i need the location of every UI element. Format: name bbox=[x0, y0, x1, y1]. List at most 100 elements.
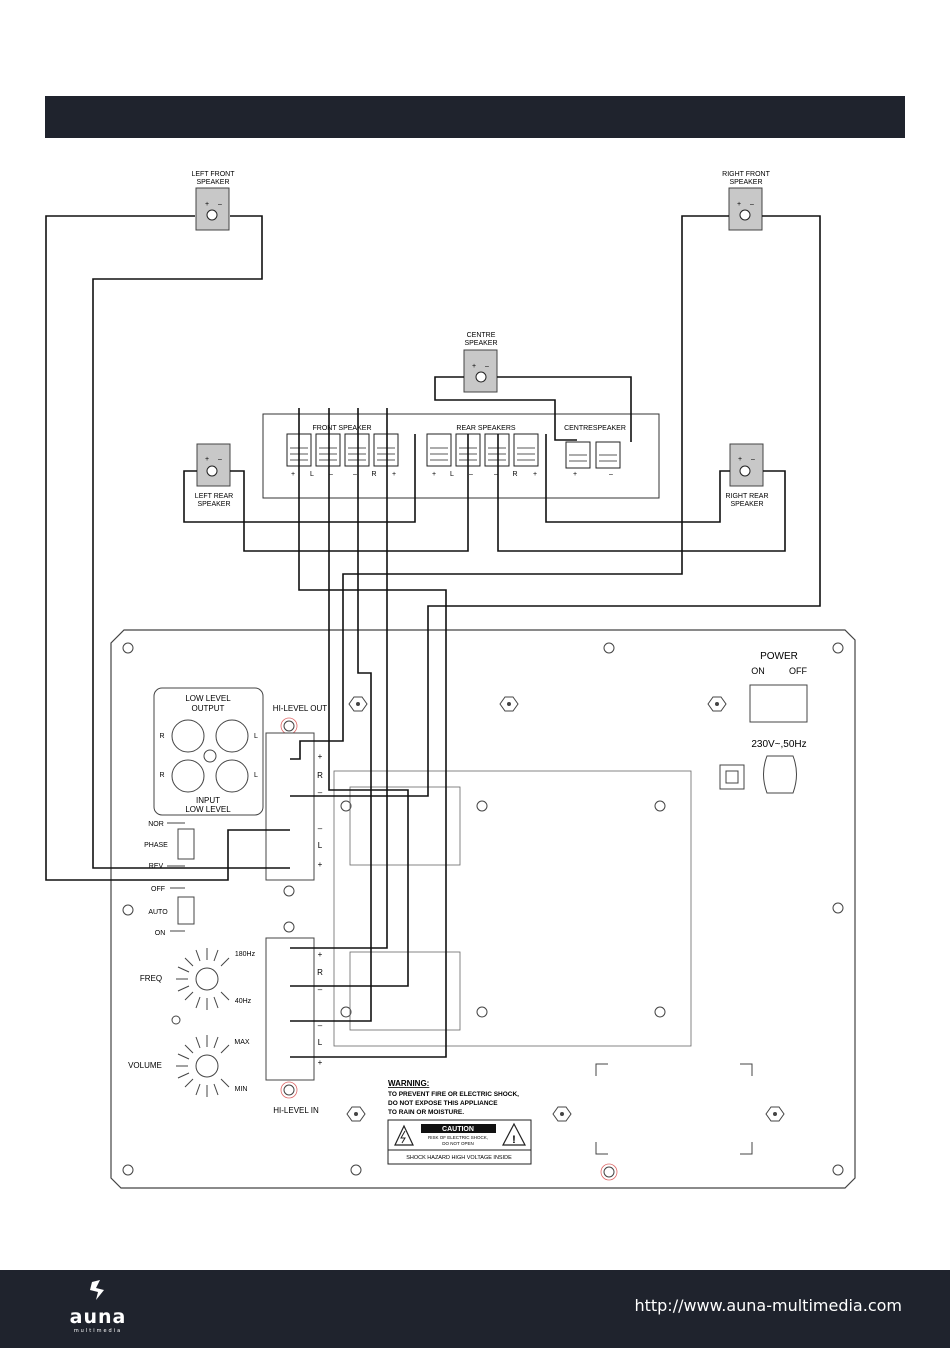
svg-text:R: R bbox=[317, 771, 323, 780]
svg-text:MAX: MAX bbox=[234, 1039, 250, 1046]
svg-text:R: R bbox=[159, 733, 164, 740]
speaker-wires bbox=[45, 215, 821, 1058]
svg-text:180Hz: 180Hz bbox=[235, 951, 256, 958]
right-front-speaker: RIGHT FRONT SPEAKER + – bbox=[722, 171, 771, 231]
svg-text:POWER: POWER bbox=[760, 651, 798, 662]
svg-text:–: – bbox=[353, 471, 357, 478]
svg-text:REV: REV bbox=[149, 863, 164, 870]
svg-text:L: L bbox=[310, 471, 314, 478]
logo-subtitle: multimedia bbox=[73, 1328, 123, 1334]
left-front-speaker: LEFT FRONT SPEAKER + – bbox=[191, 171, 235, 231]
svg-text:TO RAIN OR MOISTURE.: TO RAIN OR MOISTURE. bbox=[388, 1109, 464, 1116]
subwoofer-rear-panel: POWER ON OFF 230V~,50Hz LOW LEVEL OUTPUT… bbox=[110, 629, 856, 1189]
svg-text:NOR: NOR bbox=[148, 821, 164, 828]
svg-text:VOLUME: VOLUME bbox=[128, 1061, 162, 1070]
svg-text:R: R bbox=[159, 772, 164, 779]
svg-text:–: – bbox=[494, 471, 498, 478]
svg-text:FREQ: FREQ bbox=[140, 974, 162, 983]
svg-text:CENTRESPEAKER: CENTRESPEAKER bbox=[564, 425, 626, 432]
centre-speaker: CENTRE SPEAKER + – bbox=[463, 332, 498, 393]
svg-text:SPEAKER: SPEAKER bbox=[464, 340, 497, 347]
svg-text:LOW LEVEL: LOW LEVEL bbox=[185, 694, 231, 703]
svg-text:PHASE: PHASE bbox=[144, 842, 168, 849]
svg-text:40Hz: 40Hz bbox=[235, 998, 252, 1005]
svg-text:ON: ON bbox=[155, 930, 166, 937]
svg-text:–: – bbox=[469, 471, 473, 478]
svg-text:L: L bbox=[318, 1038, 323, 1047]
svg-text:L: L bbox=[318, 841, 323, 850]
svg-text:OFF: OFF bbox=[789, 666, 807, 676]
svg-text:SPEAKER: SPEAKER bbox=[196, 179, 229, 186]
svg-text:–: – bbox=[609, 471, 613, 478]
svg-text:SPEAKER: SPEAKER bbox=[729, 179, 762, 186]
svg-text:REAR SPEAKERS: REAR SPEAKERS bbox=[456, 425, 515, 432]
svg-text:–: – bbox=[318, 985, 323, 994]
left-rear-speaker: + – LEFT REAR SPEAKER bbox=[195, 443, 233, 508]
svg-text:!: ! bbox=[512, 1134, 516, 1146]
right-rear-speaker: + – RIGHT REAR SPEAKER bbox=[725, 443, 769, 508]
svg-text:R: R bbox=[317, 968, 323, 977]
svg-text:+: + bbox=[291, 471, 295, 478]
svg-text:+: + bbox=[737, 201, 741, 208]
svg-text:SPEAKER: SPEAKER bbox=[197, 501, 230, 508]
svg-text:INPUT: INPUT bbox=[196, 796, 220, 805]
svg-text:230V~,50Hz: 230V~,50Hz bbox=[751, 739, 806, 750]
svg-text:R: R bbox=[512, 471, 517, 478]
svg-text:+: + bbox=[318, 1058, 323, 1067]
svg-text:+: + bbox=[392, 471, 396, 478]
svg-text:SPEAKER: SPEAKER bbox=[730, 501, 763, 508]
svg-text:AUTO: AUTO bbox=[148, 909, 168, 916]
svg-text:–: – bbox=[329, 471, 333, 478]
svg-text:+: + bbox=[205, 456, 209, 463]
svg-text:RISK OF ELECTRIC SHOCK,: RISK OF ELECTRIC SHOCK, bbox=[428, 1135, 488, 1140]
logo-icon bbox=[90, 1280, 104, 1300]
svg-text:+: + bbox=[318, 950, 323, 959]
logo-brand: auna bbox=[69, 1306, 127, 1328]
svg-text:RIGHT FRONT: RIGHT FRONT bbox=[722, 171, 770, 178]
svg-text:+: + bbox=[318, 752, 323, 761]
svg-text:CAUTION: CAUTION bbox=[442, 1126, 474, 1133]
svg-text:+: + bbox=[573, 471, 577, 478]
receiver-terminal-panel: FRONT SPEAKER REAR SPEAKERS CENTRESPEAKE… bbox=[262, 413, 660, 499]
svg-text:R: R bbox=[371, 471, 376, 478]
svg-text:OUTPUT: OUTPUT bbox=[192, 704, 225, 713]
svg-text:–: – bbox=[751, 456, 755, 463]
svg-text:DO NOT OPEN: DO NOT OPEN bbox=[442, 1141, 473, 1146]
svg-text:+: + bbox=[318, 860, 323, 869]
svg-text:–: – bbox=[750, 201, 754, 208]
svg-text:+: + bbox=[432, 471, 436, 478]
svg-text:+: + bbox=[472, 363, 476, 370]
header-bar bbox=[45, 96, 905, 138]
svg-text:–: – bbox=[218, 456, 222, 463]
svg-text:MIN: MIN bbox=[235, 1086, 248, 1093]
svg-text:DO NOT EXPOSE THIS APPLIANCE: DO NOT EXPOSE THIS APPLIANCE bbox=[388, 1100, 498, 1107]
svg-text:–: – bbox=[318, 824, 323, 833]
footer-url[interactable]: http://www.auna-multimedia.com bbox=[634, 1296, 902, 1315]
svg-text:L: L bbox=[450, 471, 454, 478]
svg-text:–: – bbox=[485, 363, 489, 370]
auna-logo: auna multimedia bbox=[52, 1278, 144, 1340]
svg-text:OFF: OFF bbox=[151, 886, 165, 893]
svg-text:TO PREVENT FIRE OR ELECTRIC SH: TO PREVENT FIRE OR ELECTRIC SHOCK, bbox=[388, 1091, 519, 1098]
svg-text:RIGHT REAR: RIGHT REAR bbox=[725, 493, 768, 500]
svg-text:HI-LEVEL OUT: HI-LEVEL OUT bbox=[273, 704, 327, 713]
svg-text:+: + bbox=[738, 456, 742, 463]
svg-text:+: + bbox=[205, 201, 209, 208]
svg-text:–: – bbox=[318, 1021, 323, 1030]
svg-text:–: – bbox=[318, 788, 323, 797]
svg-text:LOW LEVEL: LOW LEVEL bbox=[185, 805, 231, 814]
svg-text:FRONT SPEAKER: FRONT SPEAKER bbox=[313, 425, 372, 432]
svg-text:LEFT REAR: LEFT REAR bbox=[195, 493, 233, 500]
footer-bar: auna multimedia http://www.auna-multimed… bbox=[0, 1270, 950, 1348]
svg-text:HI-LEVEL IN: HI-LEVEL IN bbox=[273, 1106, 319, 1115]
svg-text:L: L bbox=[254, 733, 258, 740]
svg-text:LEFT FRONT: LEFT FRONT bbox=[191, 171, 235, 178]
svg-text:+: + bbox=[533, 471, 537, 478]
svg-text:ON: ON bbox=[751, 666, 765, 676]
svg-text:–: – bbox=[218, 201, 222, 208]
svg-text:CENTRE: CENTRE bbox=[467, 332, 496, 339]
svg-text:L: L bbox=[254, 772, 258, 779]
svg-text:WARNING:: WARNING: bbox=[388, 1079, 429, 1088]
svg-text:SHOCK HAZARD HIGH VOLTAGE INSI: SHOCK HAZARD HIGH VOLTAGE INSIDE bbox=[406, 1155, 512, 1161]
